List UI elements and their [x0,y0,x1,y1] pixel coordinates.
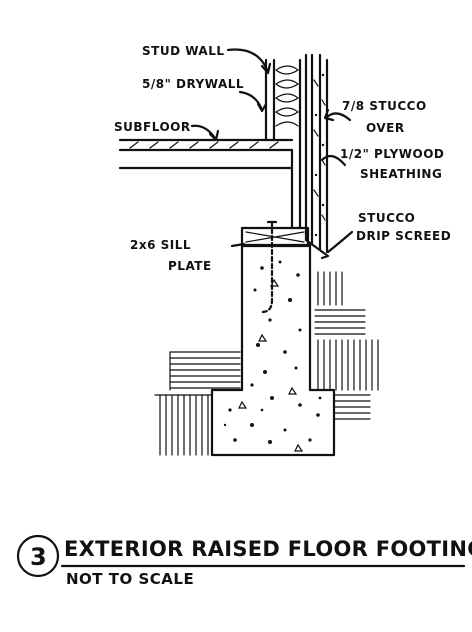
sill-plate [240,226,310,248]
drip-screed [304,238,330,260]
stucco-layers [310,53,329,254]
label-plywood-2: SHEATHING [360,167,442,181]
detail-caption: 3 EXTERIOR RAISED FLOOR FOOTING NOT TO S… [16,534,472,588]
label-stud-wall: STUD WALL [142,44,225,58]
label-subfloor: SUBFLOOR [114,120,191,134]
detail-number-circle [16,534,60,578]
anchor-bolt [260,220,274,314]
subfloor [118,138,294,152]
soil-hatch-right [314,271,379,420]
label-screed-1: STUCCO [358,211,415,225]
label-stucco-1: 7/8 STUCCO [342,99,427,113]
stud-wall [264,53,308,242]
concrete-footing [210,243,336,457]
soil-hatch-left [154,351,241,456]
label-screed-2: DRIP SCREED [356,229,451,243]
label-stucco-2: OVER [366,121,405,135]
concrete-aggregate-icon [223,260,322,452]
label-sill-2: PLATE [168,259,212,273]
insulation-batt-icon [275,65,300,127]
label-sill-1: 2x6 SILL [130,238,191,252]
detail-title: EXTERIOR RAISED FLOOR FOOTING [64,537,472,561]
leader-arrow-icon [190,48,354,254]
detail-scale-note: NOT TO SCALE [66,570,194,588]
detail-number: 3 [30,543,47,571]
label-drywall: 5/8" DRYWALL [142,77,244,91]
label-plywood-1: 1/2" PLYWOOD [340,147,444,161]
floor-joist [118,148,294,230]
